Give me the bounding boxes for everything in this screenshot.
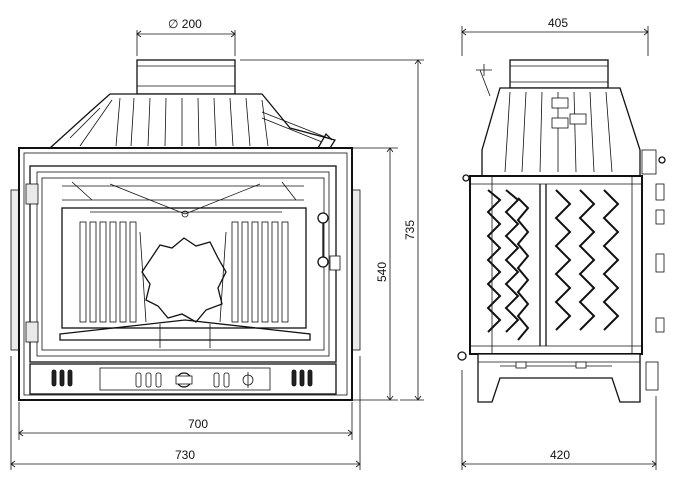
dim-label-540: 540 bbox=[375, 262, 389, 282]
hood-ribs bbox=[115, 97, 269, 147]
dim-flue-diameter: ∅ 200 bbox=[136, 17, 236, 56]
front-view: ∅ 200 700 730 540 bbox=[10, 17, 424, 470]
dim-depth-405: 405 bbox=[461, 16, 649, 56]
side-knobs bbox=[641, 149, 666, 391]
grate bbox=[59, 319, 311, 341]
flue-collar bbox=[136, 59, 236, 95]
dim-label-700: 700 bbox=[188, 417, 208, 431]
heat-exchanger-fins bbox=[486, 189, 620, 341]
dim-width-700: 700 bbox=[18, 402, 353, 440]
dim-depth-420: 420 bbox=[461, 370, 657, 470]
dim-height-735: 735 bbox=[240, 59, 424, 401]
dim-label-flue: ∅ 200 bbox=[168, 17, 202, 31]
left-side-grip bbox=[10, 189, 20, 351]
side-view: 405 420 bbox=[457, 16, 666, 470]
dim-label-420: 420 bbox=[550, 448, 570, 462]
dim-width-730: 730 bbox=[10, 356, 361, 470]
air-control-vents bbox=[51, 369, 313, 388]
side-base bbox=[477, 353, 641, 403]
right-side-grip bbox=[351, 189, 361, 351]
dim-height-540: 540 bbox=[340, 147, 398, 401]
door-hinges bbox=[25, 183, 39, 343]
dim-label-735: 735 bbox=[403, 220, 417, 240]
dim-label-730: 730 bbox=[175, 448, 195, 462]
fire-back-medallion bbox=[141, 237, 227, 323]
side-flue-collar bbox=[509, 59, 609, 89]
fire-chamber bbox=[61, 207, 307, 329]
door-handle bbox=[317, 132, 341, 271]
chamber-ribs bbox=[79, 221, 289, 323]
dim-label-405: 405 bbox=[548, 16, 568, 30]
top-hood bbox=[48, 93, 337, 149]
